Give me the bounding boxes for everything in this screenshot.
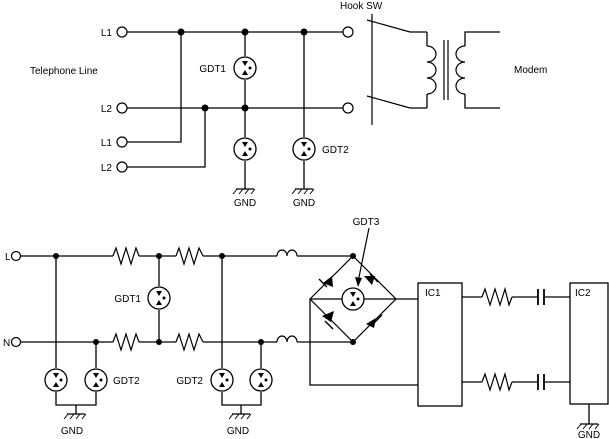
terminal-label-l: L (5, 252, 11, 263)
terminal-l1-bottom: L1 (101, 136, 128, 149)
gdt-bottom-right-a (210, 368, 234, 392)
bridge-diode-bottom-left (322, 311, 334, 330)
gdt1-bottom-label: GDT1 (114, 294, 141, 305)
ground-top-left (232, 188, 256, 195)
bridge-rectifier (309, 255, 397, 343)
capacitor-top (537, 289, 545, 305)
top-junctions (177, 28, 308, 112)
resistor-out-top (481, 286, 513, 308)
ground-bottom-left (63, 413, 87, 420)
resistor-n2 (175, 331, 204, 353)
terminal-n: N (3, 336, 22, 349)
gnd-label-bottom-left: GND (61, 426, 83, 437)
terminal-l2-top: L2 (101, 102, 128, 115)
gdt2-top (292, 137, 316, 161)
terminal-label-l1-bottom: L1 (101, 138, 113, 149)
gdt2-bottom-right-label: GDT2 (176, 376, 203, 387)
terminal-l: L (5, 250, 22, 263)
ic2-box (569, 282, 609, 405)
hook-switch-terminal-bottom (342, 102, 354, 114)
terminal-l1-top: L1 (101, 26, 128, 39)
ic2-label: IC2 (575, 288, 591, 299)
top-wires (127, 31, 343, 189)
capacitor-bottom (537, 374, 545, 390)
gdt2-bottom-left-label: GDT2 (113, 376, 140, 387)
terminal-label-l2-top: L2 (101, 104, 113, 115)
ic1-label: IC1 (425, 288, 441, 299)
inductor-n (276, 335, 298, 343)
gdt-bottom-right-b (249, 368, 273, 392)
bridge-diode-bottom-right (366, 314, 383, 328)
gdt1-bottom (147, 286, 171, 310)
inductor-l (276, 249, 298, 257)
hook-switch-terminal-top (342, 26, 354, 38)
ic1-box (417, 282, 463, 407)
resistor-l2 (175, 245, 204, 267)
gdt-bottom-left-b (84, 368, 108, 392)
gdt2-top-label: GDT2 (322, 145, 349, 156)
ground-top-right (291, 188, 315, 195)
gdt1-top-label: GDT1 (199, 64, 226, 75)
terminal-label-n: N (3, 338, 10, 349)
telephone-line-label: Telephone Line (30, 66, 98, 77)
hook-switch-label: Hook SW (340, 1, 383, 12)
hook-switch (366, 14, 427, 125)
gdt3-label: GDT3 (353, 217, 380, 228)
transformer (426, 31, 500, 109)
ground-bottom-right (576, 423, 600, 430)
terminal-l2-bottom: L2 (101, 161, 128, 174)
ground-bottom-middle (228, 413, 252, 420)
gnd-label-bottom-middle: GND (227, 426, 249, 437)
bridge-diode-top-left (318, 276, 333, 288)
gnd-label-bottom-right: GND (578, 430, 600, 439)
bridge-diode-top-right (364, 273, 379, 285)
gdt3-callout (355, 227, 370, 287)
bottom-wires (20, 255, 590, 424)
gdt-bottom-left-a (44, 368, 68, 392)
terminal-label-l2-bottom: L2 (101, 163, 113, 174)
gnd-label-top-right: GND (293, 198, 315, 209)
gdt-top-left-ground (233, 137, 257, 161)
resistor-l1 (112, 245, 140, 267)
gdt1-top (233, 56, 257, 80)
resistor-n1 (112, 331, 140, 353)
gnd-label-top-left: GND (234, 198, 256, 209)
top-circuit: L1 L2 L1 L2 Telephone Line (30, 1, 547, 209)
resistor-out-bottom (481, 371, 513, 393)
modem-label: Modem (514, 65, 547, 76)
terminal-label-l1-top: L1 (101, 28, 113, 39)
bottom-circuit: L N (3, 217, 609, 439)
